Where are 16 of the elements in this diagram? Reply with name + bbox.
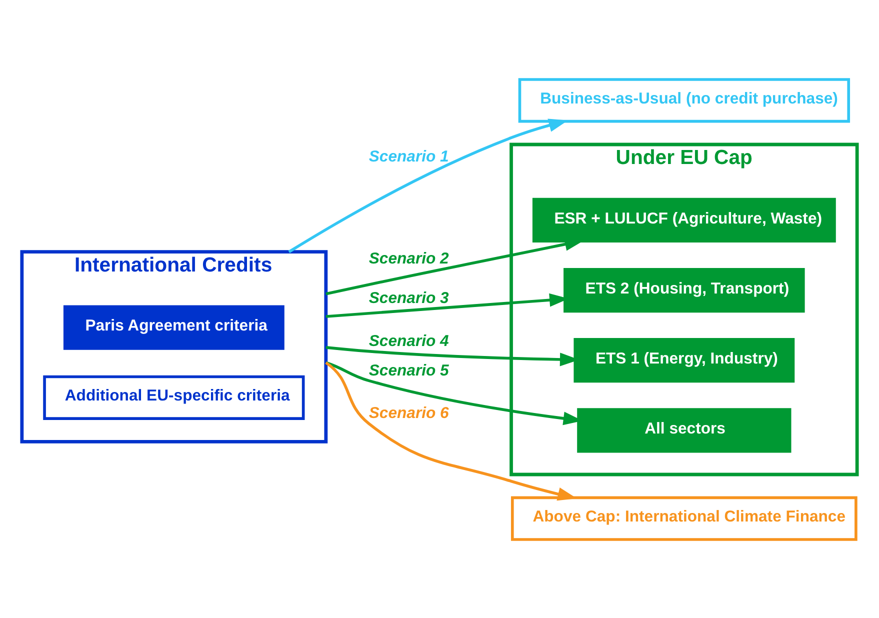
edge-label: Scenario 3 [368,289,449,306]
node-box: ETS 1 (Energy, Industry) [574,338,795,382]
edge-label: Scenario 1 [368,148,449,166]
node-box: Additional EU-specific criteria [43,374,305,420]
node-box: All sectors [577,408,792,452]
node-box: ESR + LULUCF (Agriculture, Waste) [532,197,836,242]
arrow [288,118,568,253]
edge-label: Scenario 5 [368,362,449,379]
node-box: Paris Agreement criteria [63,304,284,350]
arrow [325,361,577,500]
edge-label: Scenario 4 [368,332,449,350]
node-box: Above Cap: International Climate Finance [510,496,858,540]
edge-label: Scenario 2 [368,250,449,267]
node-box: ETS 2 (Housing, Transport) [564,267,805,312]
edge-label: Scenario 6 [368,404,449,422]
node-box: Business-as-Usual (no credit purchase) [518,78,850,122]
